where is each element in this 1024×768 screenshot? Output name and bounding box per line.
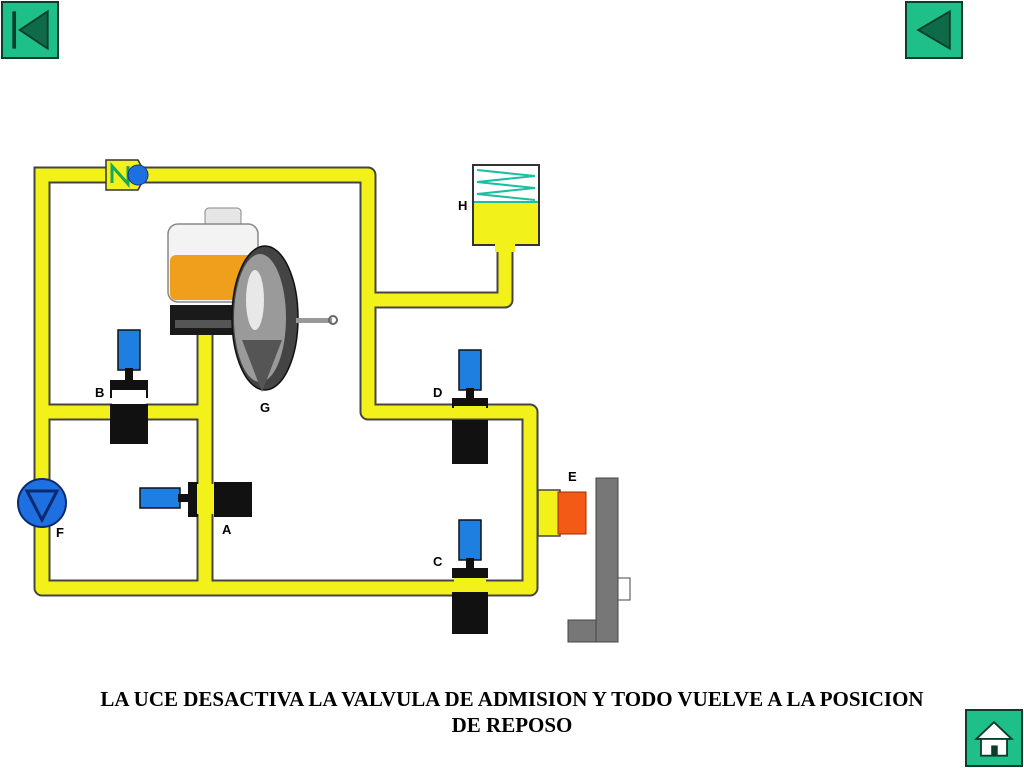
valve-c	[452, 519, 488, 634]
check-valve	[105, 159, 149, 191]
master-cylinder-booster-g	[167, 207, 338, 392]
label-d: D	[433, 385, 442, 400]
caption-line-1: LA UCE DESACTIVA LA VALVULA DE ADMISION …	[100, 687, 924, 711]
brake-caliper-e	[537, 477, 631, 643]
skip-to-first-icon	[12, 9, 49, 51]
home-icon	[973, 720, 1015, 757]
hydraulic-circuit-diagram: H G B A D	[17, 159, 631, 643]
valve-a	[139, 482, 252, 517]
label-f: F	[56, 525, 64, 540]
valve-d	[452, 349, 488, 464]
slide-caption: LA UCE DESACTIVA LA VALVULA DE ADMISION …	[0, 686, 1024, 738]
previous-slide-button[interactable]	[905, 1, 963, 59]
first-slide-button[interactable]	[1, 1, 59, 59]
label-b: B	[95, 385, 104, 400]
label-a: A	[222, 522, 232, 537]
label-e: E	[568, 469, 577, 484]
label-g: G	[260, 400, 270, 415]
label-c: C	[433, 554, 443, 569]
pump-f	[17, 478, 67, 528]
label-h: H	[458, 198, 467, 213]
valve-b	[110, 329, 148, 444]
caption-line-2: DE REPOSO	[451, 713, 573, 737]
previous-triangle-icon	[916, 9, 951, 51]
home-button[interactable]	[965, 709, 1023, 767]
accumulator-h	[472, 164, 540, 252]
